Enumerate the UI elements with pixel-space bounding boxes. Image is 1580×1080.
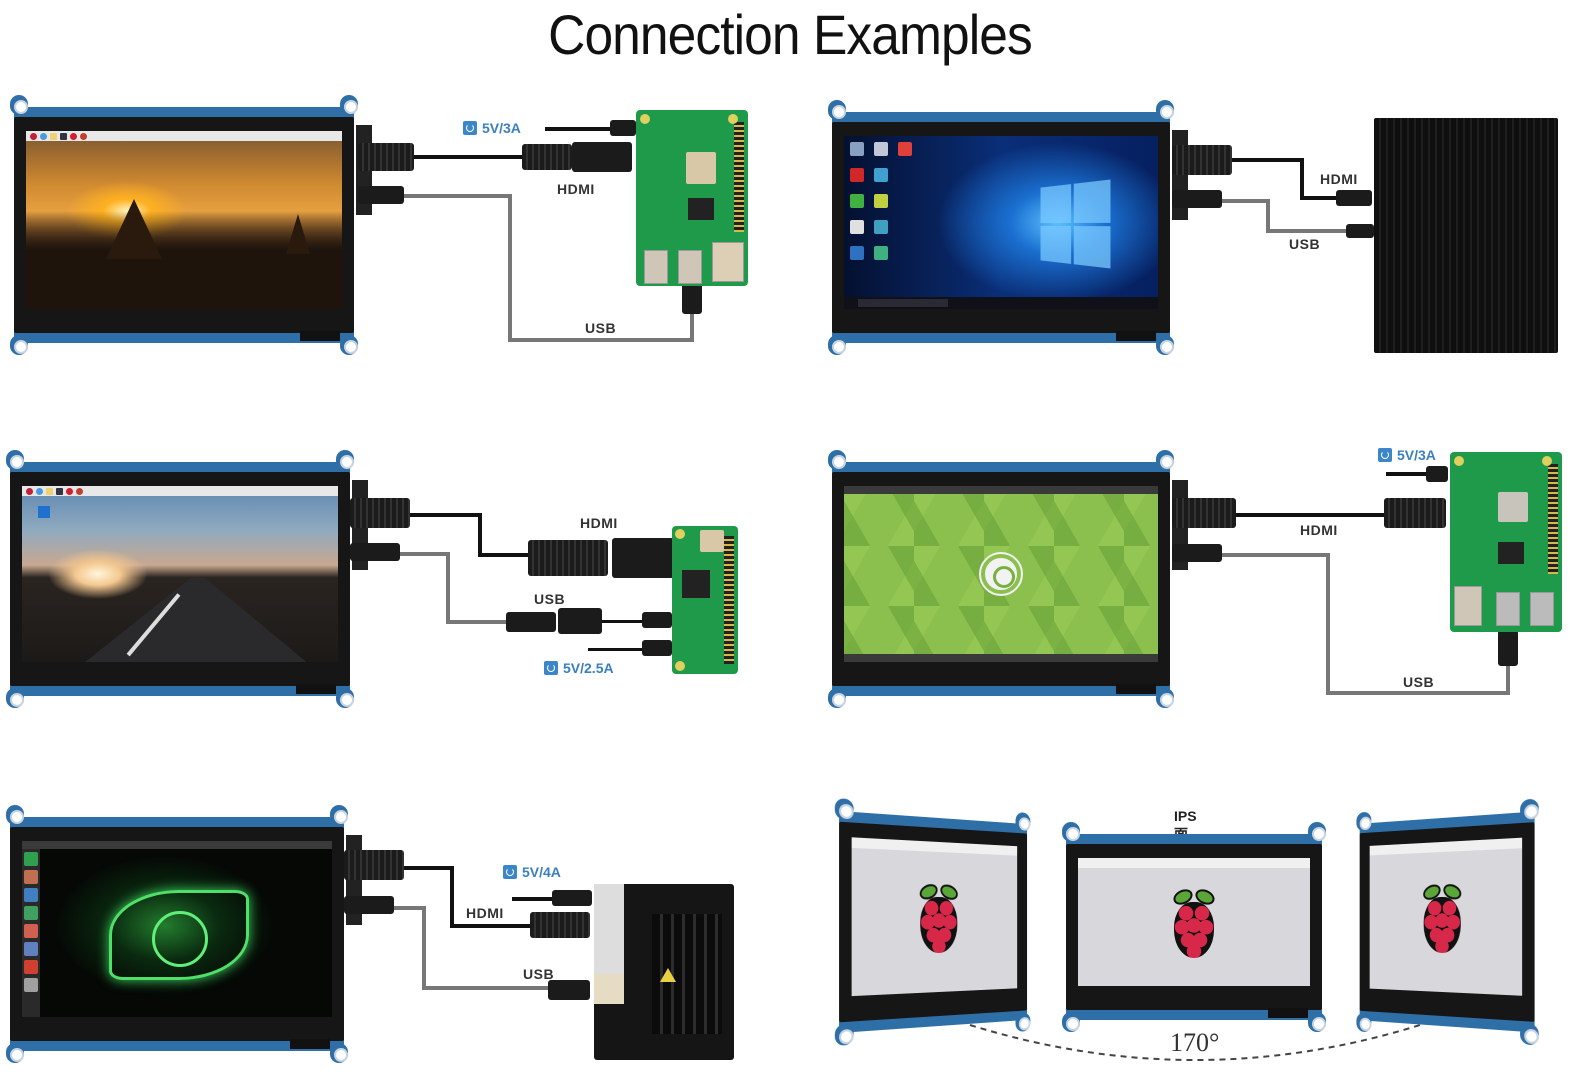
viewing-angle-value: 170° [1170, 1028, 1220, 1057]
jetson-nano-board [594, 884, 734, 1060]
power-spec: 5V/3A [463, 120, 521, 136]
usb-label: USB [1403, 674, 1435, 690]
usb-label: USB [585, 320, 617, 336]
page-title: Connection Examples [548, 3, 1033, 66]
power-icon [503, 865, 517, 879]
raspberry-pi-4-board [636, 110, 748, 286]
display-module [4, 450, 368, 708]
screen-rpi-desktop [1078, 858, 1310, 986]
display-left-angled [833, 797, 1032, 1047]
raspberry-pi-logo [917, 881, 961, 961]
launcher-dock [22, 849, 40, 1017]
raspberry-pi-3-board [1450, 452, 1562, 632]
display-module [826, 450, 1188, 708]
windows-logo [1040, 179, 1111, 269]
ubuntu-mate-logo [979, 552, 1023, 596]
power-icon [1378, 448, 1392, 462]
display-module [826, 100, 1188, 355]
hdmi-label: HDMI [1300, 522, 1338, 538]
power-icon [544, 661, 558, 675]
hdmi-label: HDMI [557, 181, 595, 197]
top-panel [844, 486, 1158, 494]
screen-ubuntu-mate [844, 486, 1158, 662]
screen-windows-desktop [844, 136, 1158, 309]
mini-pc [1374, 118, 1558, 353]
screen-road-wallpaper [22, 486, 338, 662]
hdmi-label: HDMI [1320, 171, 1358, 187]
power-icon [463, 121, 477, 135]
screen-nvidia-desktop [22, 841, 332, 1017]
power-spec: 5V/2.5A [544, 660, 614, 676]
screen-sunset-wallpaper [26, 131, 342, 309]
display-module [8, 95, 372, 355]
desktop-taskbar [26, 131, 342, 141]
usb-label: USB [1289, 236, 1321, 252]
desktop-icons [850, 142, 916, 260]
hdmi-label: HDMI [466, 905, 504, 921]
power-spec: 5V/3A [1378, 447, 1436, 463]
desktop-icon [38, 506, 50, 518]
screen-rpi-desktop [851, 837, 1018, 997]
usb-label: USB [534, 591, 566, 607]
raspberry-pi-logo [1170, 886, 1218, 966]
display-module [4, 805, 362, 1063]
usb-label: USB [523, 966, 555, 982]
screen-rpi-desktop [1369, 837, 1523, 996]
top-panel [22, 841, 332, 849]
display-right-angled [1355, 798, 1541, 1046]
raspberry-pi-zero-board [672, 526, 738, 674]
bottom-panel [844, 654, 1158, 662]
hdmi-label: HDMI [580, 515, 618, 531]
desktop-taskbar [22, 486, 338, 496]
raspberry-pi-logo [1420, 881, 1464, 961]
windows-taskbar [844, 297, 1158, 309]
display-center [1060, 822, 1328, 1032]
nvidia-eye-logo [108, 890, 249, 981]
power-spec: 5V/4A [503, 864, 561, 880]
